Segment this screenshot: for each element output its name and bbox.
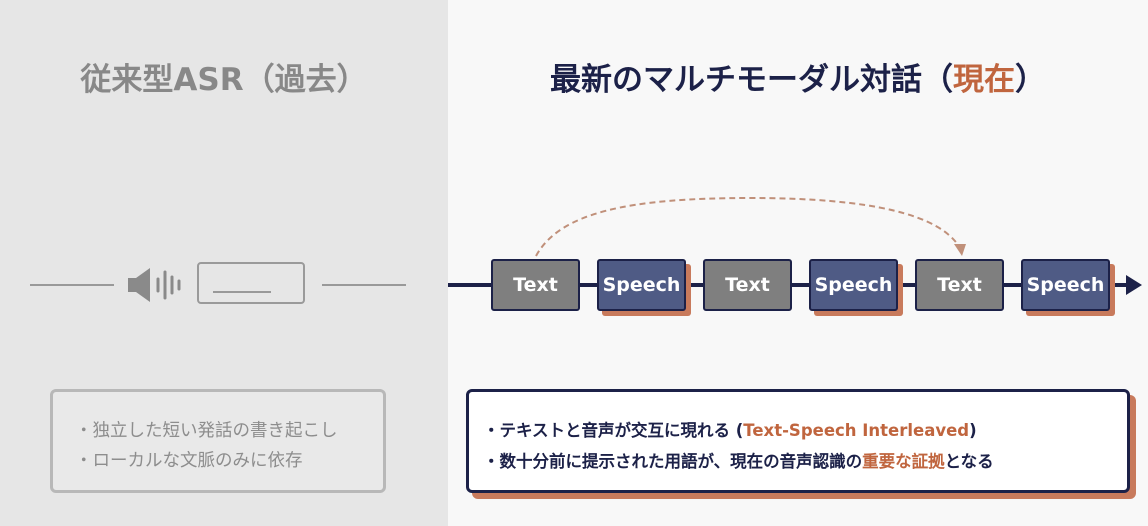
- dashed-reference-arrow: [535, 196, 966, 257]
- left-line-end: [322, 284, 406, 286]
- right-title: 最新のマルチモーダル対話（現在）: [550, 62, 1046, 98]
- timeline-arrow-icon: [1126, 275, 1142, 295]
- right-info-card: ・テキストと音声が交互に現れる (Text-Speech Interleaved…: [466, 389, 1130, 493]
- sequence-block-speech-2: Speech: [809, 259, 898, 311]
- title-highlight: 現在: [953, 62, 1015, 98]
- sequence-block-text-1: Text: [491, 259, 580, 311]
- left-title: 従来型ASR（過去）: [80, 62, 368, 98]
- sequence-block-speech-3: Speech: [1021, 259, 1110, 311]
- right-bullet-2: ・数十分前に提示された用語が、現在の音声認識の重要な証拠となる: [483, 452, 994, 471]
- interleaved-highlight: Text-Speech Interleaved: [743, 421, 970, 440]
- left-bullet-2: ・ローカルな文脈のみに依存: [75, 451, 303, 471]
- sequence-block-speech-1: Speech: [597, 259, 686, 311]
- left-info-card: ・独立した短い発話の書き起こし ・ローカルな文脈のみに依存: [50, 389, 386, 493]
- right-bullet-1: ・テキストと音声が交互に現れる (Text-Speech Interleaved…: [483, 421, 977, 440]
- evidence-highlight: 重要な証拠: [862, 452, 945, 471]
- speaker-icon: [128, 268, 181, 302]
- text-placeholder-line: [213, 291, 271, 293]
- sequence-block-text-3: Text: [915, 259, 1004, 311]
- text-box-icon: [197, 262, 305, 304]
- sequence-block-text-2: Text: [703, 259, 792, 311]
- left-bullet-1: ・独立した短い発話の書き起こし: [75, 421, 338, 441]
- left-line-start: [30, 284, 114, 286]
